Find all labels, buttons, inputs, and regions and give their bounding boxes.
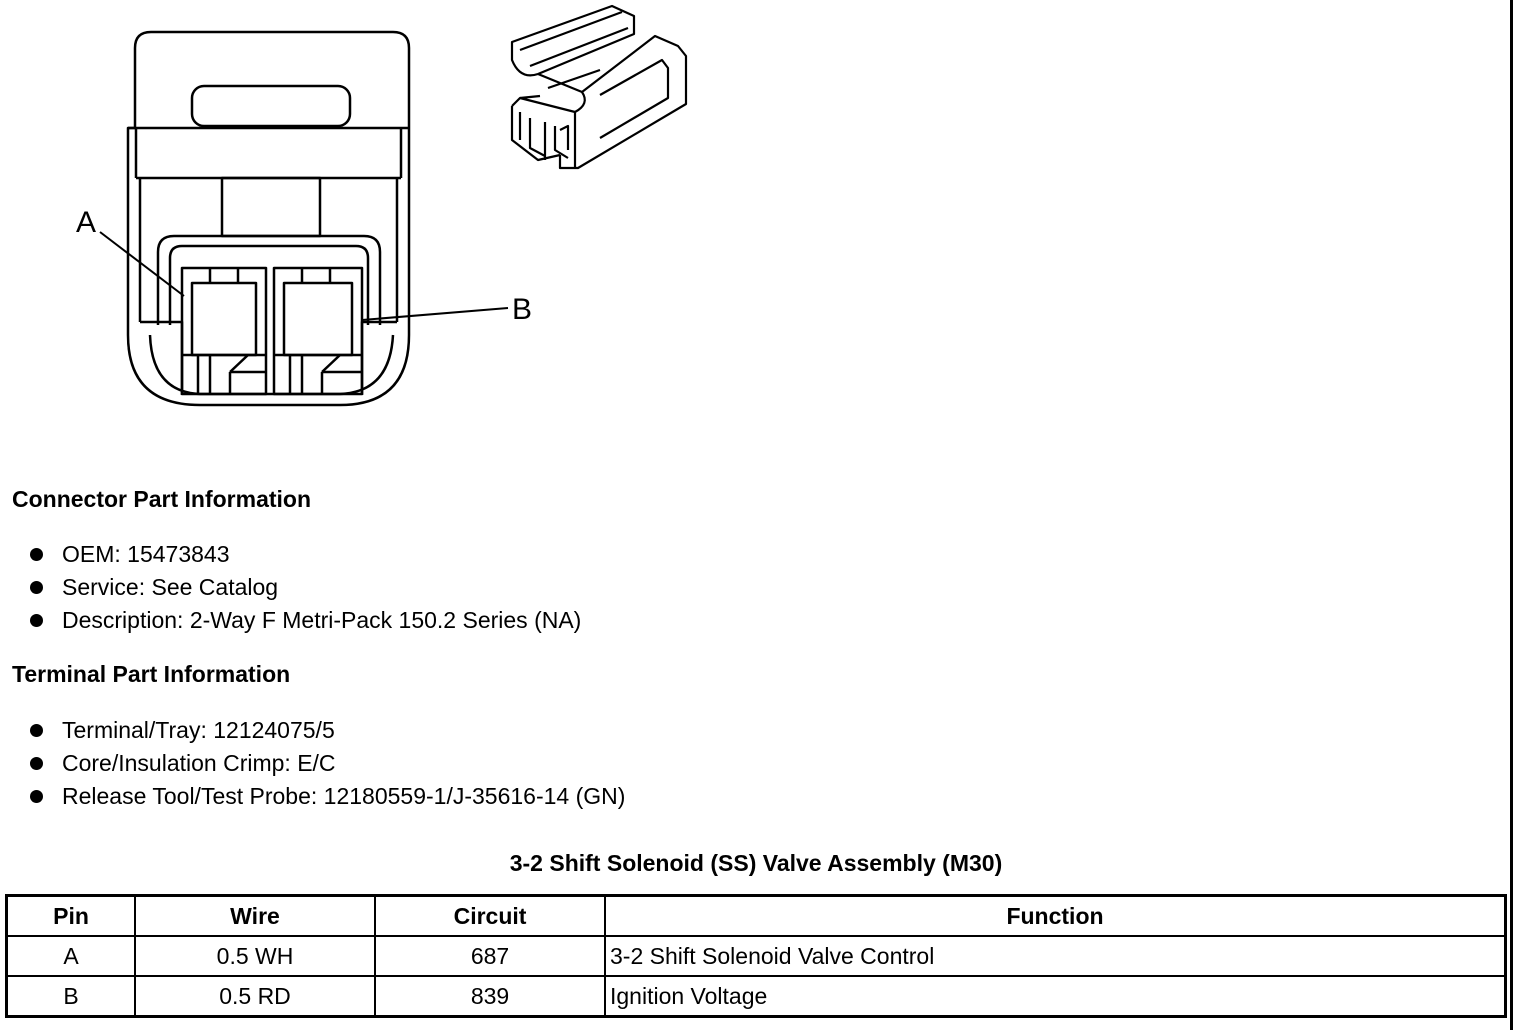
callout-label-b: B xyxy=(512,293,532,326)
connector-info-item: Description: 2-Way F Metri-Pack 150.2 Se… xyxy=(30,604,581,637)
header-circuit: Circuit xyxy=(374,894,606,937)
cell-function: Ignition Voltage xyxy=(604,975,1507,1018)
pinout-table: Pin Wire Circuit Function A 0.5 WH 687 3… xyxy=(5,894,1507,1018)
terminal-info-item: Release Tool/Test Probe: 12180559-1/J-35… xyxy=(30,780,625,813)
terminal-info-list: Terminal/Tray: 12124075/5 Core/Insulatio… xyxy=(30,714,625,813)
cell-circuit: 687 xyxy=(374,935,606,977)
table-row: B 0.5 RD 839 Ignition Voltage xyxy=(5,975,1507,1018)
header-function: Function xyxy=(604,894,1507,937)
table-caption: 3-2 Shift Solenoid (SS) Valve Assembly (… xyxy=(509,850,1003,876)
terminal-illustration xyxy=(510,4,688,170)
table-header-row: Pin Wire Circuit Function xyxy=(5,894,1507,937)
connector-info-title: Connector Part Information xyxy=(12,486,312,512)
table-row: A 0.5 WH 687 3-2 Shift Solenoid Valve Co… xyxy=(5,935,1507,977)
page-border-right xyxy=(1510,0,1513,1030)
terminal-info-item: Terminal/Tray: 12124075/5 xyxy=(30,714,625,747)
header-pin: Pin xyxy=(5,894,136,937)
cell-pin: B xyxy=(5,975,136,1018)
connector-diagram: A B xyxy=(76,4,688,407)
callout-label-a: A xyxy=(76,206,96,239)
cell-function: 3-2 Shift Solenoid Valve Control xyxy=(604,935,1507,977)
connector-info-item: Service: See Catalog xyxy=(30,571,581,604)
terminal-info-item: Core/Insulation Crimp: E/C xyxy=(30,747,625,780)
cell-pin: A xyxy=(5,935,136,977)
callout-lines xyxy=(99,231,509,321)
cell-wire: 0.5 WH xyxy=(134,935,376,977)
terminal-info-title: Terminal Part Information xyxy=(12,661,291,687)
header-wire: Wire xyxy=(134,894,376,937)
connector-info-item: OEM: 15473843 xyxy=(30,538,581,571)
cell-circuit: 839 xyxy=(374,975,606,1018)
cell-wire: 0.5 RD xyxy=(134,975,376,1018)
connector-info-list: OEM: 15473843 Service: See Catalog Descr… xyxy=(30,538,581,637)
